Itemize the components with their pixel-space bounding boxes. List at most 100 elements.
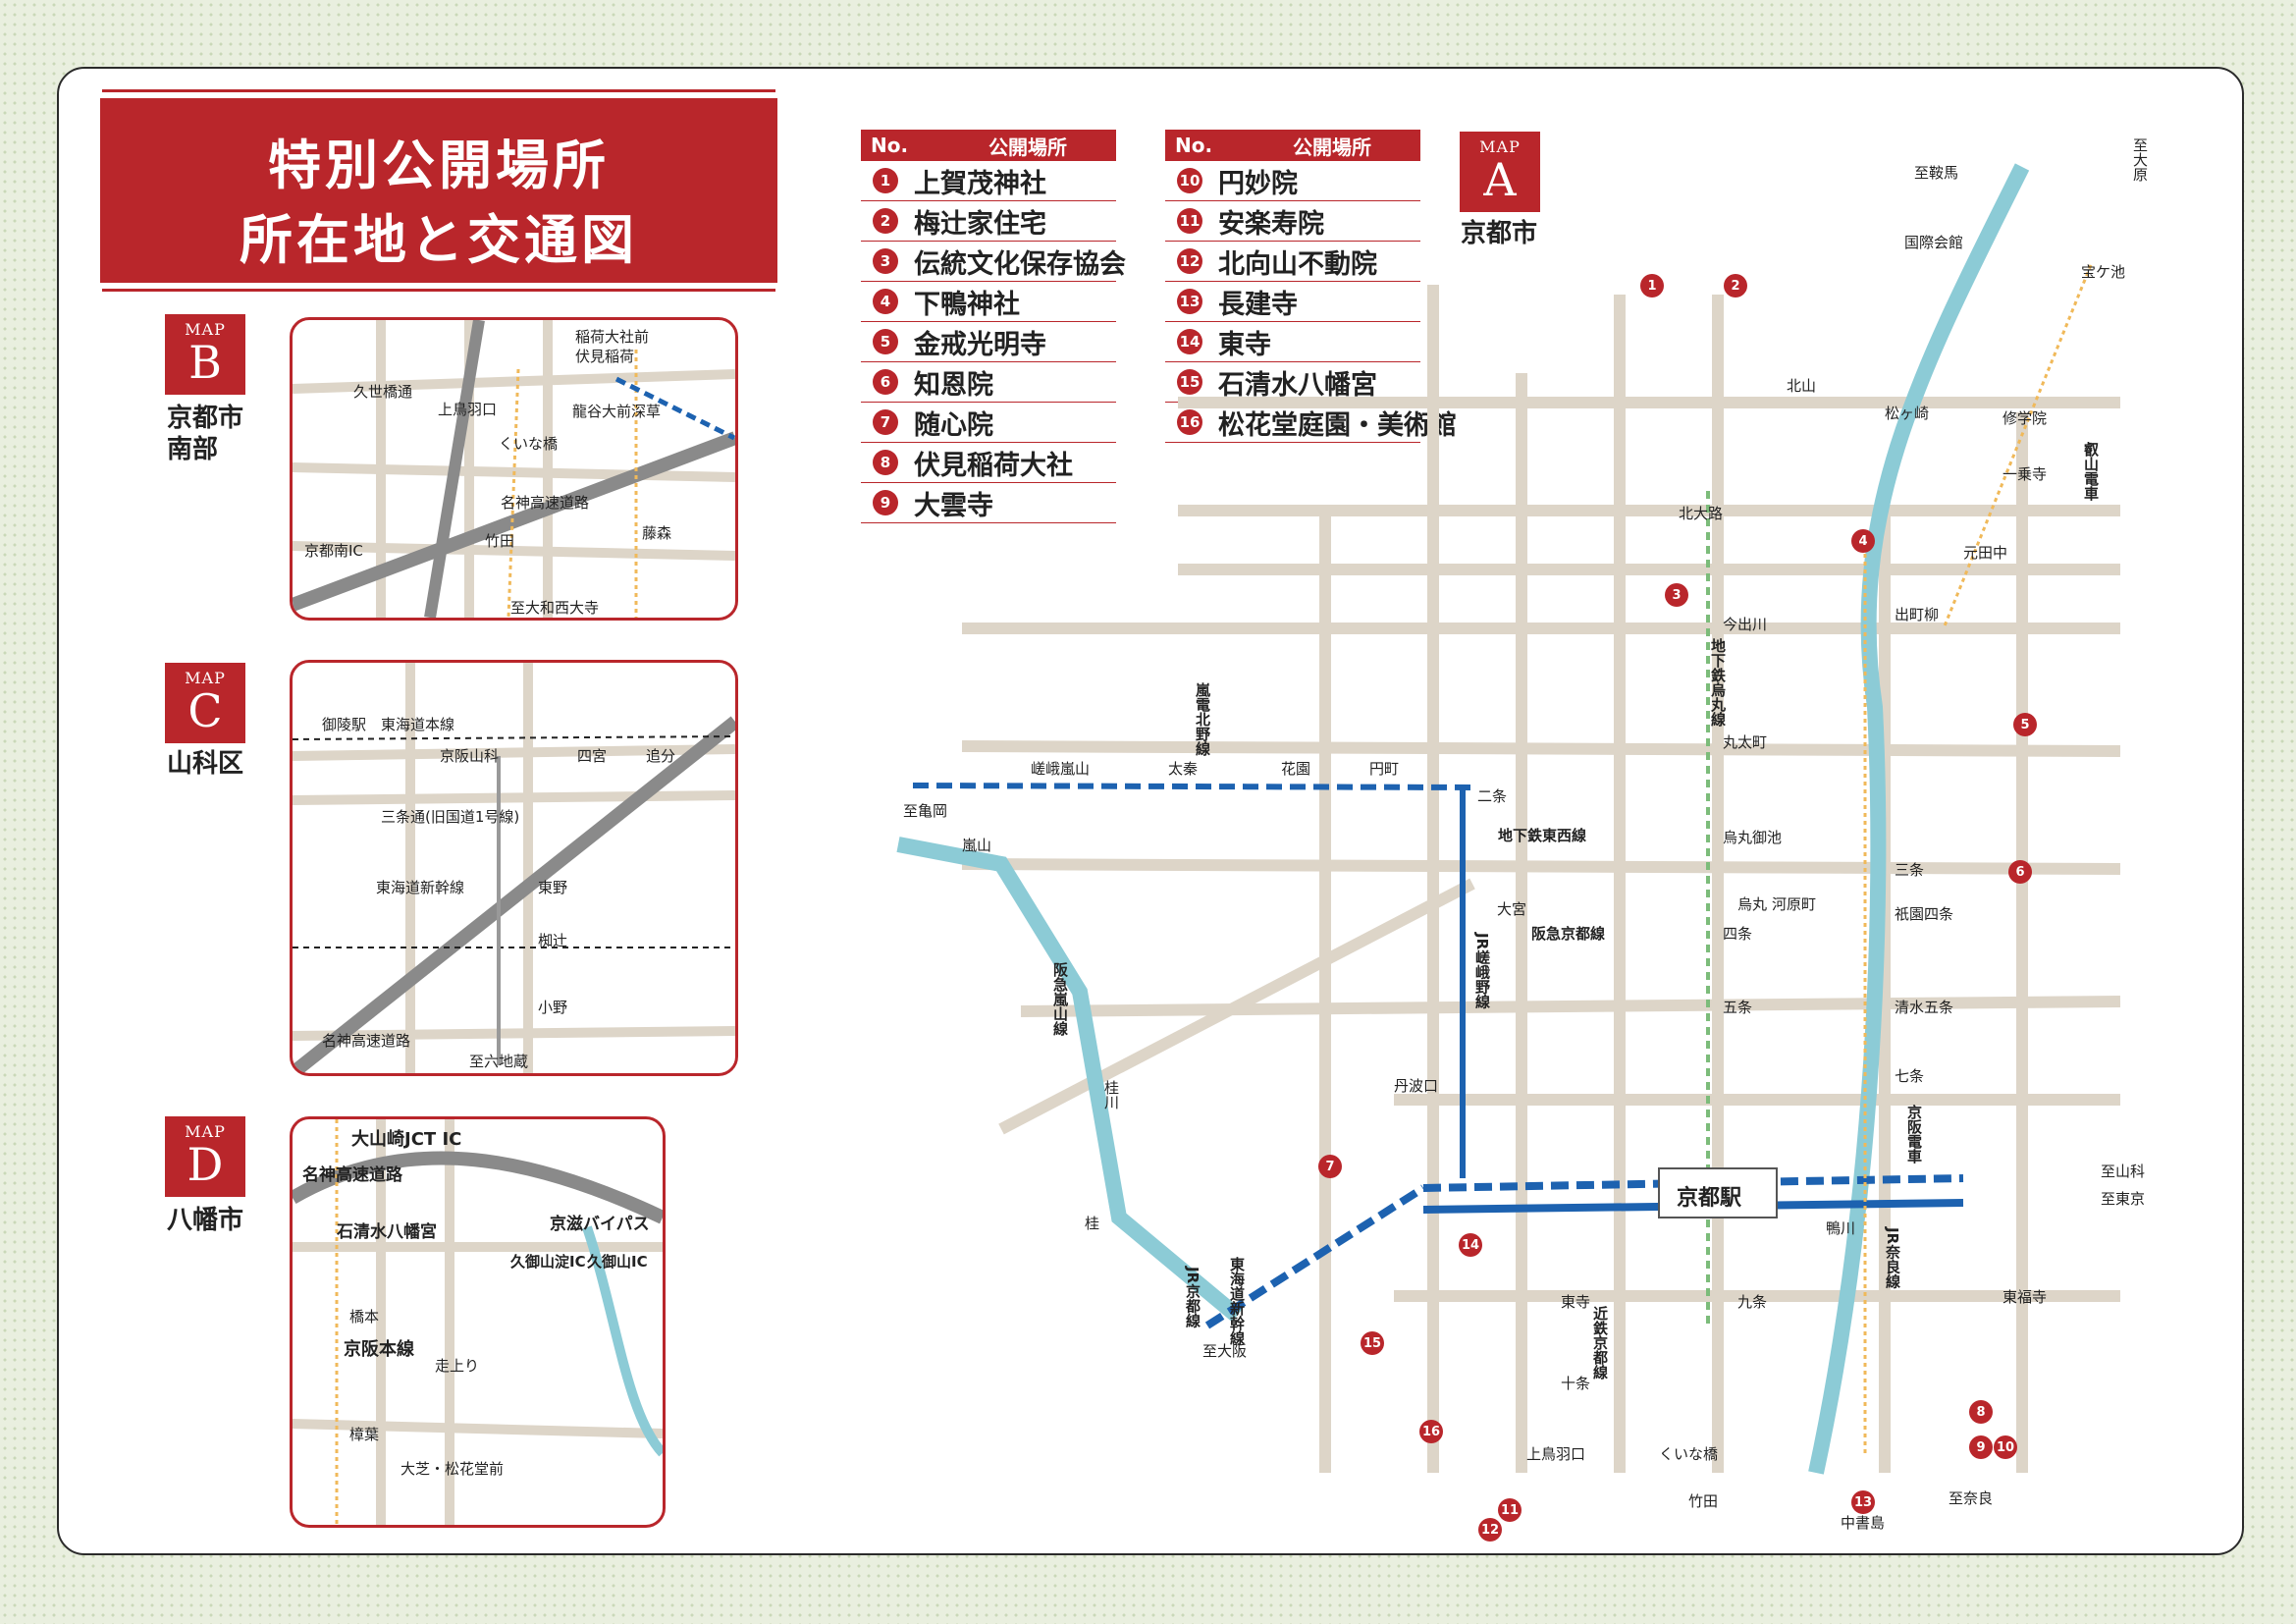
place-number-badge: 15 xyxy=(1177,369,1202,395)
place-marker-16: 16 xyxy=(1419,1420,1443,1443)
station-label: 二条 xyxy=(1477,787,1508,805)
label-to-osaka: 至大阪 xyxy=(1202,1342,1248,1360)
station-label: 花園 xyxy=(1281,760,1311,778)
place-marker-13: 13 xyxy=(1851,1490,1875,1514)
map-b-label: くいな橋 xyxy=(499,435,559,453)
map-d-label: 大芝・松花堂前 xyxy=(400,1460,505,1478)
place-name: 長建寺 xyxy=(1218,289,1298,320)
map-c-label: 名神高速道路 xyxy=(322,1032,411,1050)
map-c-label: 四宮 xyxy=(577,747,608,765)
map-d-label: 名神高速道路 xyxy=(302,1165,402,1185)
station-label: 松ヶ崎 xyxy=(1885,405,1930,422)
station-label: 出町柳 xyxy=(1895,606,1940,623)
station-label: 河原町 xyxy=(1772,895,1817,913)
label-kamogawa: 鴨川 xyxy=(1826,1219,1856,1237)
station-label: 円町 xyxy=(1369,760,1400,778)
label-jr-sagano: JR嵯峨野線 xyxy=(1473,933,1491,1009)
station-label: 竹田 xyxy=(1688,1492,1719,1510)
place-name: 松花堂庭園・美術館 xyxy=(1218,409,1457,441)
map-c-label: 御陵駅 xyxy=(322,716,367,733)
map-c-inset: 御陵駅 東海道本線 京阪山科 四宮 追分 三条通(旧国道1号線) 東海道新幹線 … xyxy=(290,660,738,1076)
map-d-area: 八幡市 xyxy=(167,1206,244,1235)
map-b-area-2: 南部 xyxy=(167,435,219,464)
station-label: 烏丸 xyxy=(1737,895,1768,913)
station-label: 三条 xyxy=(1895,861,1925,879)
label-to-yamashina: 至山科 xyxy=(2101,1163,2146,1180)
station-label: 修学院 xyxy=(2002,409,2048,427)
map-c-label: 東海道新幹線 xyxy=(376,879,465,896)
place-marker-10: 10 xyxy=(1994,1435,2017,1459)
label-karasuma: 地下鉄烏丸線 xyxy=(1709,638,1727,727)
station-label: 宝ケ池 xyxy=(2081,263,2126,281)
place-number-badge: 3 xyxy=(873,248,898,274)
map-c-label: 東海道本線 xyxy=(381,716,455,733)
station-label: 四条 xyxy=(1723,925,1753,943)
place-number-badge: 8 xyxy=(873,450,898,475)
station-label: 丹波口 xyxy=(1394,1077,1439,1095)
label-keihan: 京阪電車 xyxy=(1905,1105,1923,1164)
label-kintetsu: 近鉄京都線 xyxy=(1591,1306,1609,1380)
map-d-label: 走上り xyxy=(435,1357,480,1375)
label-to-kameoka: 至亀岡 xyxy=(903,802,948,820)
station-label: 太秦 xyxy=(1168,760,1199,778)
place-name: 知恩院 xyxy=(914,369,993,401)
map-b-label: 稲荷大社前 xyxy=(575,328,650,346)
map-d-svg xyxy=(293,1119,663,1525)
station-label: 七条 xyxy=(1895,1067,1925,1085)
label-hankyu-arashiyama: 阪急嵐山線 xyxy=(1051,962,1069,1036)
kyoto-station: 京都駅 xyxy=(1677,1186,1742,1211)
place-number-badge: 7 xyxy=(873,409,898,435)
map-d-label: 大山崎JCT IC xyxy=(351,1129,462,1150)
station-label: 桂 xyxy=(1085,1215,1100,1232)
map-a-small: MAP xyxy=(1479,137,1521,156)
station-label: 嵐山 xyxy=(962,837,992,854)
legend-row: 7 随心院 xyxy=(861,403,1116,443)
place-name: 大雲寺 xyxy=(914,490,993,521)
map-b-label: 上鳥羽口 xyxy=(438,401,498,418)
map-a-badge: MAP A xyxy=(1460,132,1540,212)
legend-header-no: No. xyxy=(1175,134,1213,157)
place-name: 伝統文化保存協会 xyxy=(914,248,1126,280)
label-to-kurama: 至鞍馬 xyxy=(1914,164,1959,182)
place-number-badge: 14 xyxy=(1177,329,1202,354)
station-label: 東寺 xyxy=(1561,1293,1591,1311)
legend-header-no: No. xyxy=(871,134,909,157)
station-label: 丸太町 xyxy=(1723,733,1768,751)
map-d-letter: D xyxy=(187,1138,224,1191)
legend-header: No. 公開場所 xyxy=(861,130,1116,161)
label-katsura-river: 桂川 xyxy=(1102,1080,1120,1110)
map-a-area: 京都市 xyxy=(1461,219,1538,248)
station-label: 清水五条 xyxy=(1895,999,1954,1016)
legend-row: 9 大雲寺 xyxy=(861,483,1116,523)
map-b-label: 久世橋通 xyxy=(353,383,413,401)
page-title: 特別公開場所 所在地と交通図 xyxy=(100,98,777,283)
place-name: 随心院 xyxy=(914,409,993,441)
station-label: 国際会館 xyxy=(1904,234,1964,251)
map-c-badge: MAP C xyxy=(165,663,245,743)
station-label: 十条 xyxy=(1561,1375,1591,1392)
place-name: 下鴨神社 xyxy=(914,289,1020,320)
station-label: 北山 xyxy=(1787,377,1817,395)
place-number-badge: 6 xyxy=(873,369,898,395)
map-d-label: 京阪本線 xyxy=(344,1339,414,1360)
map-d-label: 橋本 xyxy=(349,1308,380,1326)
legend-header-place: 公開場所 xyxy=(1293,135,1371,159)
place-number-badge: 13 xyxy=(1177,289,1202,314)
place-marker-3: 3 xyxy=(1665,583,1688,607)
place-marker-2: 2 xyxy=(1724,274,1747,298)
map-b-small: MAP xyxy=(185,320,226,339)
label-to-tokyo: 至東京 xyxy=(2101,1190,2146,1208)
label-shinkansen: 東海道新幹線 xyxy=(1228,1257,1246,1345)
place-number-badge: 9 xyxy=(873,490,898,515)
place-marker-1: 1 xyxy=(1640,274,1664,298)
place-number-badge: 10 xyxy=(1177,168,1202,193)
place-marker-7: 7 xyxy=(1318,1155,1342,1178)
map-d-small: MAP xyxy=(185,1122,226,1141)
map-b-label: 名神高速道路 xyxy=(501,494,590,512)
